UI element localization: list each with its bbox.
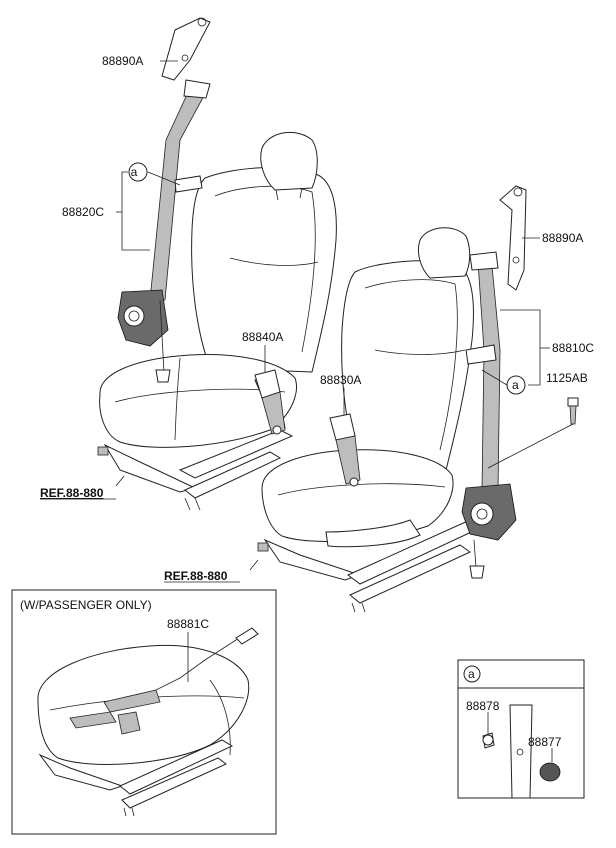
label-88890A-right: 88890A xyxy=(542,231,583,245)
label-88890A-top: 88890A xyxy=(102,54,143,68)
passenger-seat xyxy=(257,227,481,613)
leader-lines xyxy=(115,60,574,571)
label-88830A: 88830A xyxy=(320,373,361,387)
label-88877: 88877 xyxy=(528,735,562,749)
driver-seat xyxy=(97,131,337,511)
callout-a-left xyxy=(128,162,148,182)
buckle-88840A xyxy=(254,369,286,435)
callout-a-right xyxy=(506,375,526,395)
label-88878: 88878 xyxy=(466,699,500,713)
detail-callout-text: a xyxy=(468,667,475,681)
ref-label-right: REF.88-880 xyxy=(164,569,228,583)
label-88840A: 88840A xyxy=(242,330,283,344)
front-belt-assembly-right xyxy=(461,185,527,579)
callout-a-left-text: a xyxy=(131,165,138,179)
label-88881C: 88881C xyxy=(167,617,209,631)
buckle-88830A xyxy=(329,413,361,487)
callout-a-right-text: a xyxy=(512,378,519,392)
label-88820C: 88820C xyxy=(62,205,104,219)
callout-circles xyxy=(128,162,526,395)
inset-passenger-only: (W/PASSENGER ONLY) 88881C xyxy=(11,589,277,835)
inset-title: (W/PASSENGER ONLY) xyxy=(20,598,152,612)
detail-callout-circle xyxy=(463,665,481,683)
front-belt-assembly-left xyxy=(117,17,211,383)
label-88810C: 88810C xyxy=(552,341,594,355)
ref-label-left: REF.88-880 xyxy=(40,486,104,500)
inset-detail-a: a 88878 88877 xyxy=(457,659,585,799)
bolt-1125AB xyxy=(567,397,579,425)
label-1125AB: 1125AB xyxy=(546,371,588,385)
